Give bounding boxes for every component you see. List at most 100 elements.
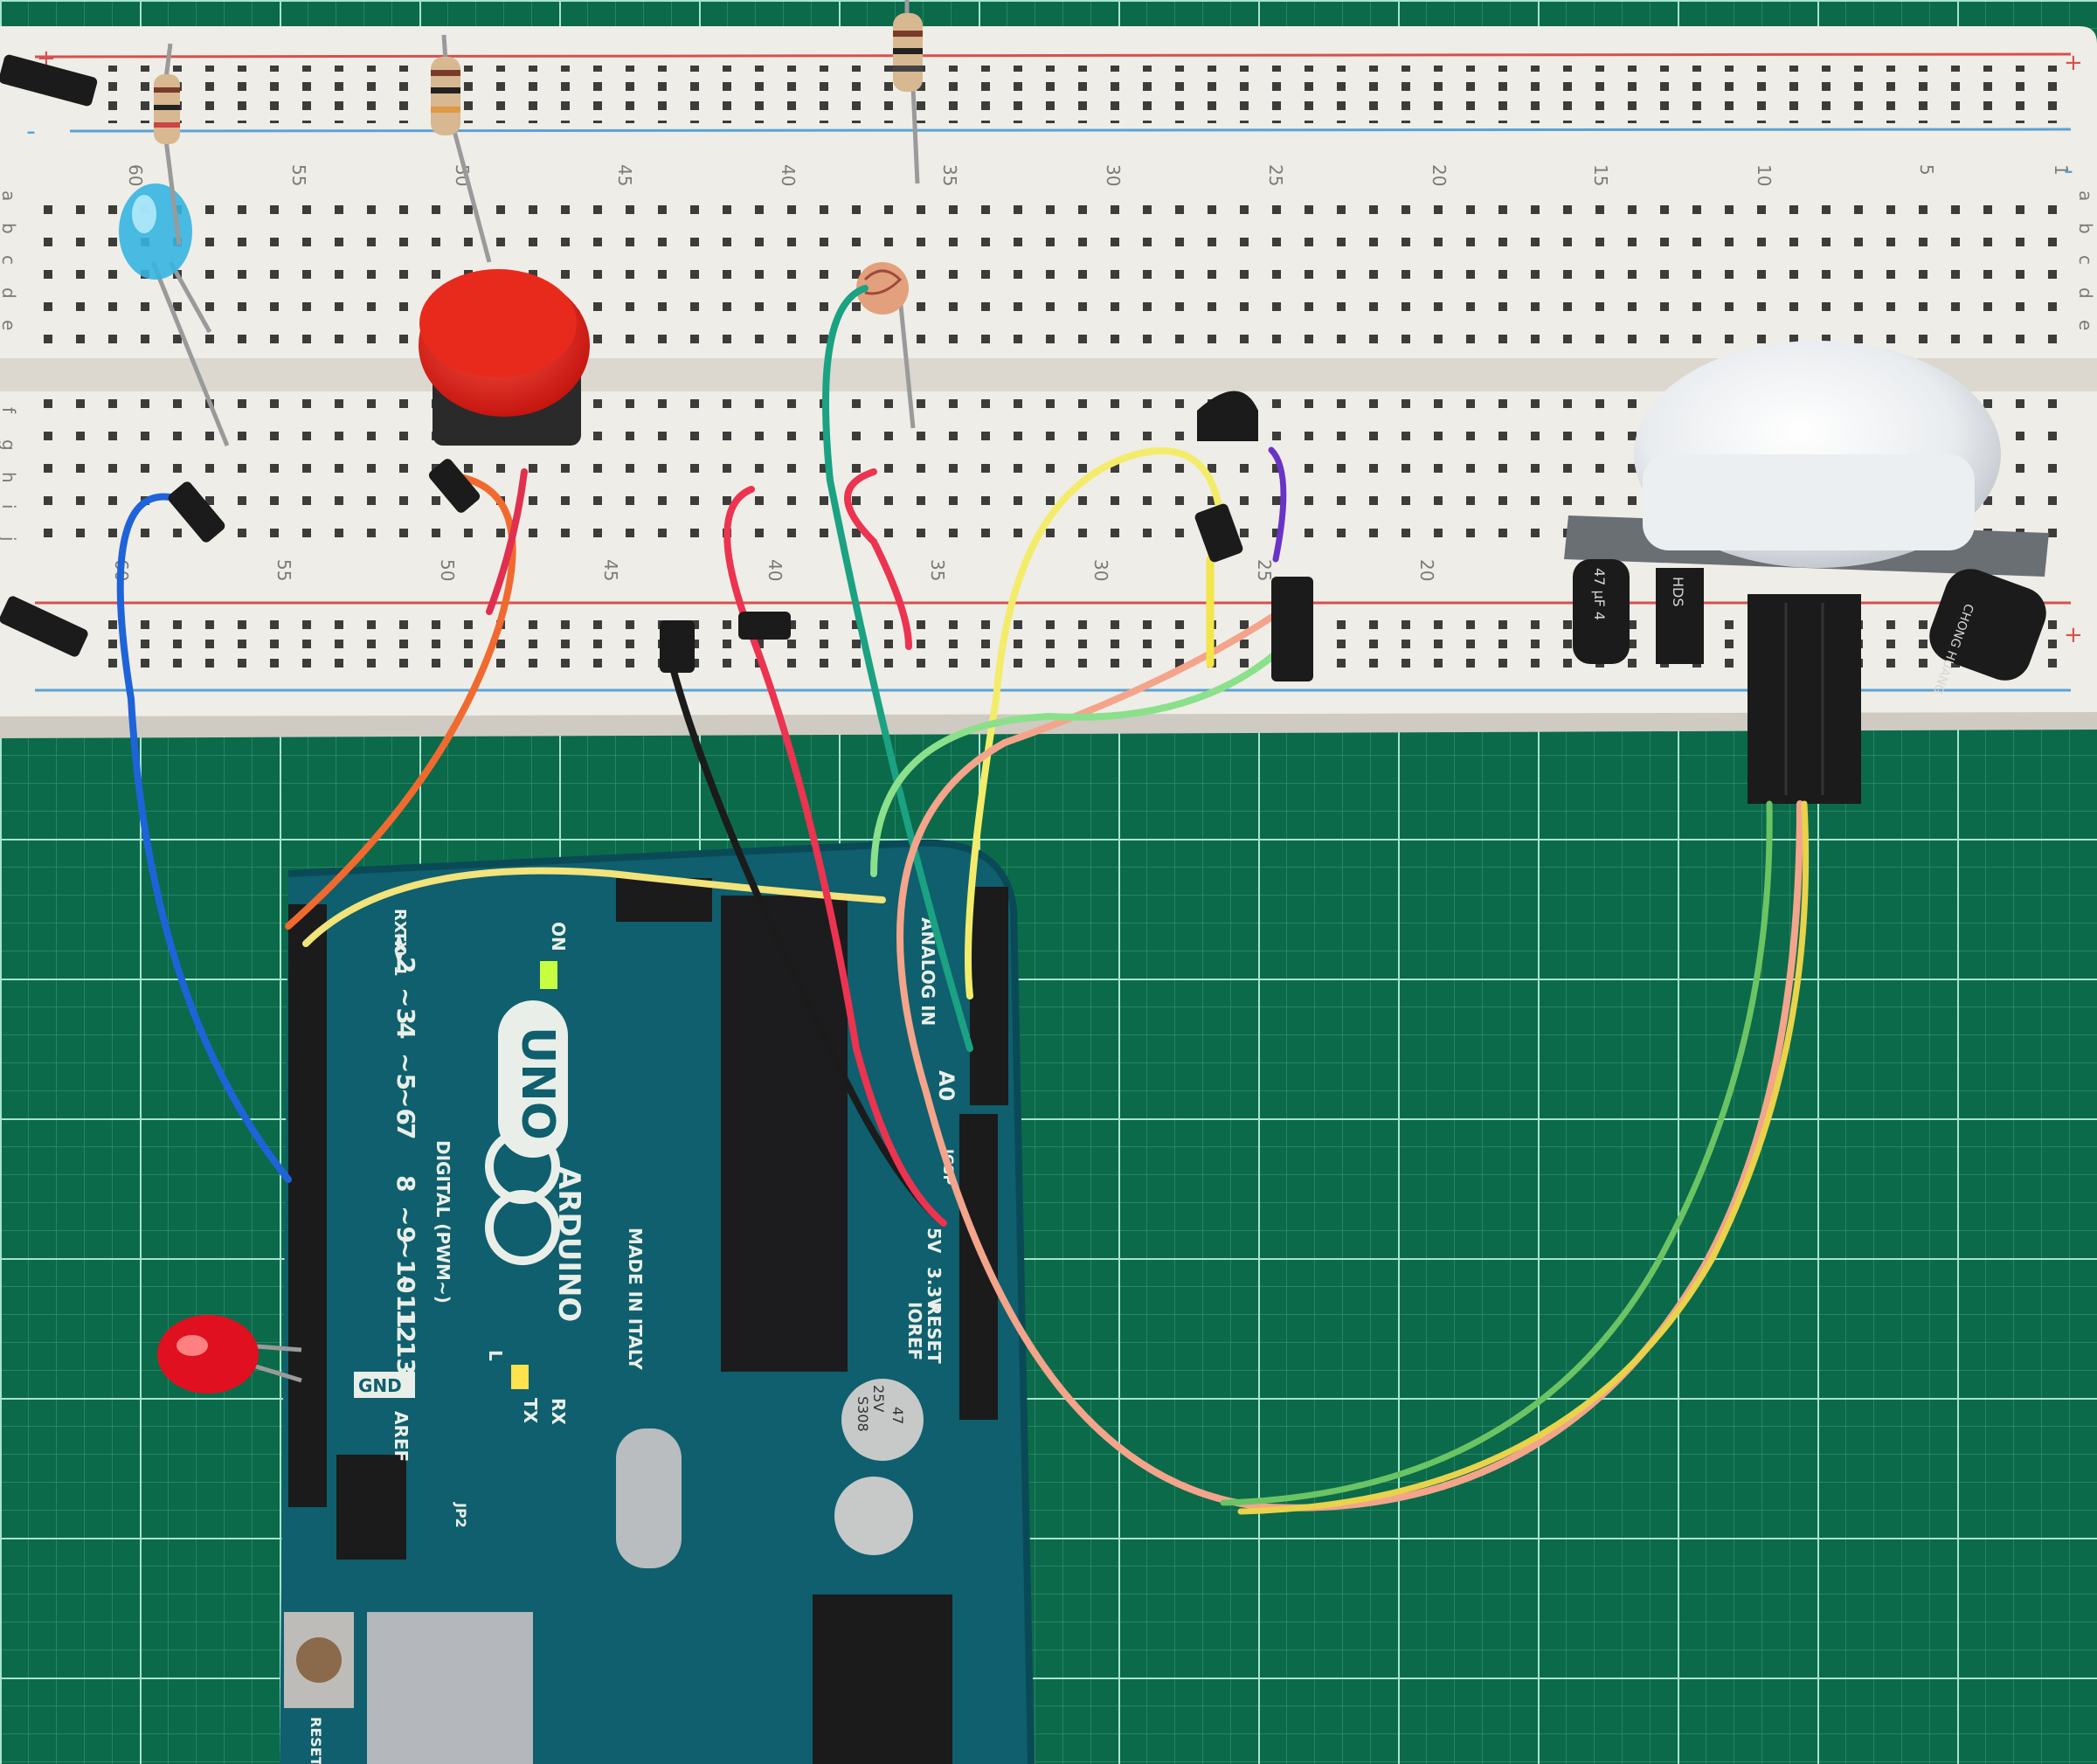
digital-pin-label: 4 bbox=[391, 1022, 420, 1039]
made-in-label: MADE IN ITALY bbox=[625, 1228, 646, 1370]
col-number: 55 bbox=[288, 164, 309, 186]
push-button[interactable] bbox=[419, 269, 590, 446]
digital-pin-label: ~5 bbox=[391, 1053, 420, 1090]
power-label: 5V bbox=[924, 1228, 945, 1254]
photoresistor bbox=[856, 262, 916, 429]
pir-green-wire bbox=[1220, 800, 1773, 1506]
a0-label: A0 bbox=[934, 1070, 959, 1101]
icsp-header bbox=[336, 1455, 406, 1560]
pir-yellow-wire bbox=[1237, 800, 1810, 1515]
resistor bbox=[893, 0, 923, 184]
digital-pin-label: RX◄0 bbox=[391, 909, 409, 956]
digital-pin-label: ~10 bbox=[391, 1239, 420, 1293]
pir-capacitor bbox=[1573, 559, 1630, 664]
tx-label: TX bbox=[520, 1398, 541, 1424]
digital-pin-label: ~11 bbox=[391, 1274, 420, 1328]
uno-label: UNO bbox=[511, 1027, 564, 1140]
rail-minus: - bbox=[26, 116, 36, 147]
crystal bbox=[616, 1428, 682, 1568]
col-number: 20 bbox=[1416, 559, 1437, 581]
usb-port bbox=[367, 1612, 533, 1764]
tx-led bbox=[511, 1365, 529, 1389]
col-number: 30 bbox=[1090, 559, 1111, 581]
aref-label: AREF bbox=[391, 1411, 412, 1462]
col-number: 25 bbox=[1265, 164, 1286, 186]
row-letter: e bbox=[2075, 320, 2096, 330]
pir-chip bbox=[1656, 568, 1704, 664]
red-wire-mid bbox=[723, 486, 947, 1227]
row-letter: c bbox=[2075, 255, 2096, 265]
transistor bbox=[1197, 391, 1258, 441]
capacitor bbox=[841, 1379, 924, 1461]
red-wire-right bbox=[844, 468, 912, 650]
col-number: 30 bbox=[1103, 164, 1124, 186]
power-pin-header[interactable] bbox=[959, 1114, 998, 1420]
digital-pin-header[interactable] bbox=[288, 904, 327, 1507]
rx-label: RX bbox=[548, 1398, 569, 1425]
pink-wire bbox=[896, 599, 1803, 1512]
col-number: 35 bbox=[927, 559, 948, 581]
digital-pin-label: 12 bbox=[391, 1309, 420, 1343]
on-label: ON bbox=[548, 922, 569, 951]
rail-plus: + bbox=[2064, 50, 2083, 76]
row-letter: j bbox=[0, 536, 19, 542]
blue-wire bbox=[116, 493, 292, 1183]
cap-label: 47 bbox=[889, 1407, 906, 1424]
row-letter: c bbox=[0, 255, 19, 265]
light-green-wire bbox=[870, 634, 1297, 877]
power-label: 3.3V bbox=[924, 1267, 945, 1311]
analog-pin-header[interactable] bbox=[970, 887, 1008, 1105]
col-number: 60 bbox=[125, 164, 146, 186]
jumper-connectors bbox=[0, 54, 1313, 681]
col-number: 45 bbox=[600, 559, 621, 581]
digital-pin-label: 7 bbox=[391, 1123, 420, 1139]
jp2-label: JP2 bbox=[453, 1502, 469, 1528]
yellow-wire-arduino bbox=[302, 867, 886, 947]
row-letter: b bbox=[2075, 223, 2096, 234]
row-letter: d bbox=[0, 287, 19, 299]
digital-pin-label: ~6 bbox=[391, 1088, 420, 1125]
digital-pin-label: TX►1 bbox=[391, 930, 409, 977]
on-led bbox=[540, 961, 557, 989]
cap-label: 25V bbox=[870, 1385, 887, 1412]
breadboard-labels: 60 55 50 45 40 35 30 25 20 15 10 5 1 60 … bbox=[0, 45, 2096, 648]
l-label: L bbox=[485, 1350, 506, 1361]
digital-pin-label: ~3 bbox=[391, 987, 420, 1025]
digital-pin-label: ~9 bbox=[391, 1206, 420, 1243]
digital-label: DIGITAL (PWM~) bbox=[433, 1140, 453, 1304]
pir-cap-label: 47 μF 4 bbox=[1591, 568, 1608, 620]
col-number: 35 bbox=[939, 164, 960, 186]
digital-pin-label: 2 bbox=[391, 957, 420, 973]
pir-connector bbox=[1748, 594, 1861, 804]
cap-label: S308 bbox=[855, 1396, 871, 1432]
row-letter: h bbox=[0, 472, 19, 483]
row-letter: a bbox=[0, 190, 19, 201]
pir-sensor: 47 μF 4 HDS CHONG HUANG bbox=[1564, 341, 2049, 804]
col-number: 1 bbox=[2051, 164, 2072, 176]
red-wire-left bbox=[486, 468, 528, 615]
orange-wire bbox=[285, 473, 516, 930]
power-label: IOREF bbox=[904, 1302, 925, 1360]
reset-button-cap[interactable] bbox=[296, 1637, 342, 1683]
green-wire bbox=[822, 285, 973, 1052]
row-letter: f bbox=[0, 407, 19, 414]
jumper-wires bbox=[116, 285, 1810, 1515]
col-number: 40 bbox=[778, 164, 799, 186]
brand-label: ARDUINO bbox=[551, 1166, 586, 1322]
reset-label: RESET bbox=[308, 1717, 324, 1764]
row-letter: i bbox=[0, 504, 19, 509]
purple-wire bbox=[1268, 446, 1287, 563]
resistor bbox=[431, 34, 492, 263]
col-number: 40 bbox=[765, 559, 786, 581]
col-number: 25 bbox=[1254, 559, 1275, 581]
yellow-wire bbox=[965, 447, 1222, 1000]
dc-jack bbox=[813, 1595, 952, 1764]
capacitor bbox=[834, 1477, 913, 1555]
row-letter: g bbox=[0, 439, 19, 451]
col-number: 5 bbox=[1916, 164, 1937, 176]
digital-pin-label: 13 bbox=[391, 1341, 420, 1375]
pir-capacitor-right bbox=[1929, 569, 2046, 681]
col-number: 55 bbox=[273, 559, 294, 581]
rail-plus: + bbox=[2064, 622, 2083, 648]
